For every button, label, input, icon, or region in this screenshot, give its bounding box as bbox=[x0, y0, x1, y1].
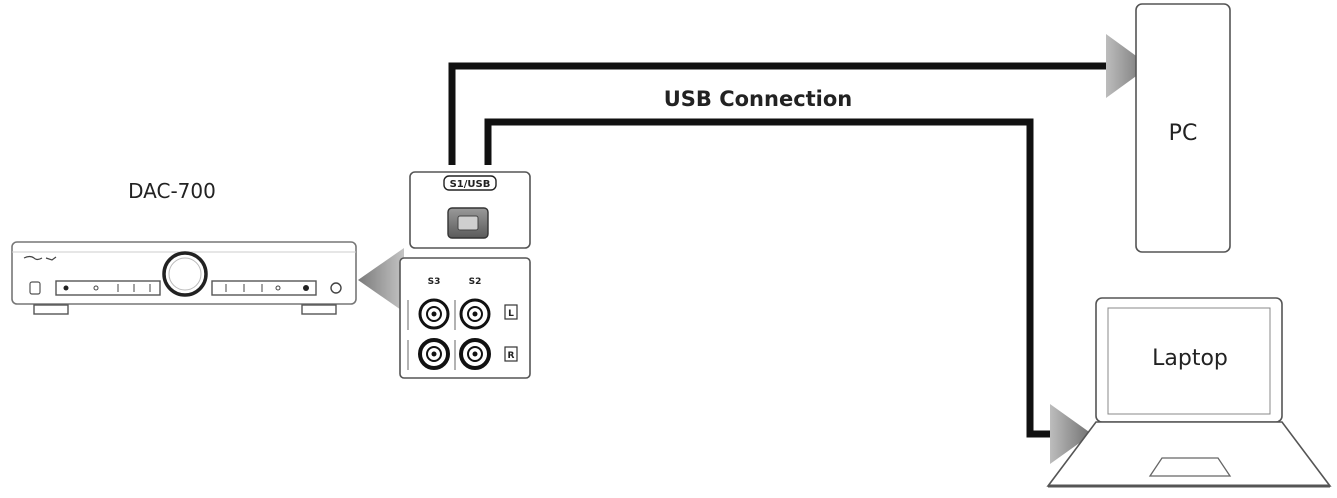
power-button-icon bbox=[29, 281, 41, 295]
arrow-to-laptop bbox=[1050, 404, 1092, 464]
brand-logo bbox=[23, 255, 57, 261]
pc-tower: PC bbox=[1135, 3, 1231, 253]
usb-connection-label: USB Connection bbox=[664, 87, 853, 111]
right-foot bbox=[301, 304, 337, 315]
rca-s3-right-jack-icon bbox=[418, 338, 450, 370]
pc-label: PC bbox=[1169, 121, 1198, 146]
usb-cables bbox=[448, 62, 1108, 438]
arrow-to-dac bbox=[358, 248, 404, 312]
usb-port-label: S1/USB bbox=[450, 179, 491, 190]
laptop-screen-inner bbox=[1107, 307, 1271, 415]
laptop-label: Laptop bbox=[1152, 346, 1228, 371]
channel-left-label: L bbox=[508, 309, 514, 319]
channel-right-label: R bbox=[508, 351, 515, 361]
rca-s3-left-jack-icon bbox=[418, 298, 450, 330]
rca-s2-right-jack-icon bbox=[459, 338, 491, 370]
rear-input-panel: S1/USB S3 S2 bbox=[399, 171, 531, 379]
cable-to-laptop bbox=[484, 118, 1052, 438]
rca-s2-label: S2 bbox=[469, 277, 482, 287]
rca-s3-label: S3 bbox=[428, 277, 441, 287]
laptop: Laptop bbox=[1046, 297, 1332, 488]
left-foot bbox=[33, 304, 69, 315]
right-indicator-panel bbox=[211, 280, 317, 296]
dac-model-label: DAC-700 bbox=[128, 179, 216, 203]
usb-port-badge bbox=[443, 175, 497, 191]
laptop-touchpad bbox=[1148, 457, 1232, 477]
rca-s2-left-jack-icon bbox=[459, 298, 491, 330]
left-indicator-panel bbox=[55, 280, 161, 296]
arrow-to-pc bbox=[1106, 34, 1150, 98]
volume-knob bbox=[162, 251, 208, 297]
dac-700-front-panel bbox=[11, 241, 357, 315]
cable-to-pc bbox=[448, 62, 1108, 165]
headphone-jack-icon bbox=[330, 282, 342, 294]
